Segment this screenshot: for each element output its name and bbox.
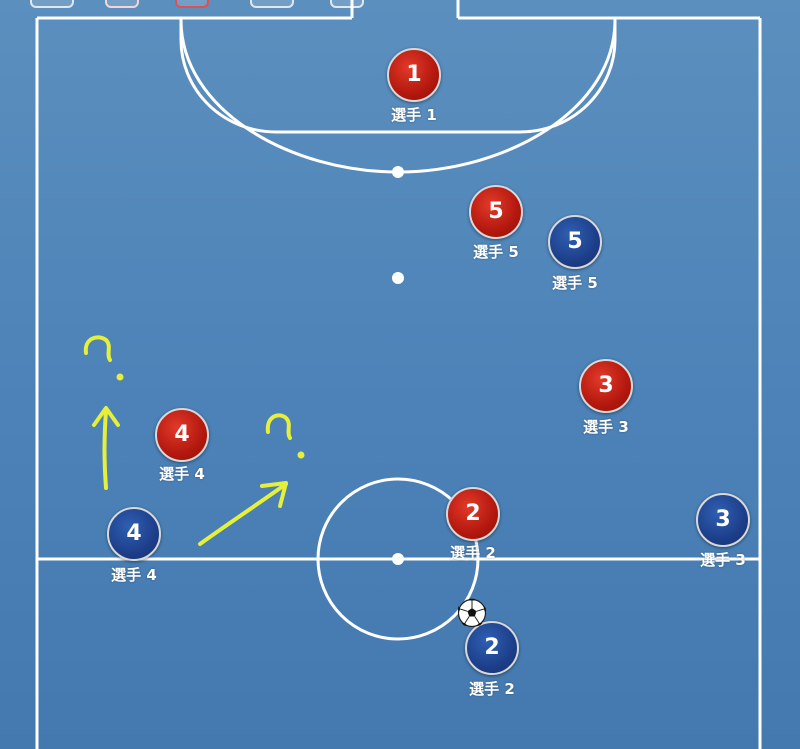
penalty-spot <box>392 166 404 178</box>
player-number: 4 <box>126 521 142 546</box>
player-label-blue-4: 選手 4 <box>111 566 157 584</box>
player-label-blue-3: 選手 3 <box>700 551 746 569</box>
player-label-red-4: 選手 4 <box>159 465 205 483</box>
second-penalty-spot <box>392 272 404 284</box>
player-label-red-2: 選手 2 <box>450 544 496 562</box>
player-marker-red-5[interactable]: 5 <box>469 185 523 239</box>
annotation-arrow-diagonal-shaft <box>198 482 288 546</box>
player-number: 2 <box>484 635 500 660</box>
player-number: 5 <box>488 199 504 224</box>
annotation-question-mark-1-curve <box>83 335 112 362</box>
player-label-red-1: 選手 1 <box>391 106 437 124</box>
player-label-red-5: 選手 5 <box>473 243 519 261</box>
annotation-arrow-up-shaft <box>102 408 108 490</box>
annotation-question-mark-1-dot <box>116 373 124 381</box>
annotation-question-mark-2-dot <box>297 451 305 459</box>
soccer-ball-icon[interactable] <box>457 598 487 628</box>
toolbar-button-5[interactable] <box>330 0 364 8</box>
toolbar-button-4[interactable] <box>250 0 294 8</box>
penalty-area <box>179 18 617 134</box>
player-number: 2 <box>465 501 481 526</box>
player-marker-red-3[interactable]: 3 <box>579 359 633 413</box>
toolbar-button-3[interactable] <box>175 0 209 8</box>
player-marker-blue-4[interactable]: 4 <box>107 507 161 561</box>
player-marker-blue-2[interactable]: 2 <box>465 621 519 675</box>
player-label-blue-2: 選手 2 <box>469 680 515 698</box>
player-label-blue-5: 選手 5 <box>552 274 598 292</box>
player-number: 3 <box>715 507 731 532</box>
player-number: 5 <box>567 229 583 254</box>
player-marker-blue-5[interactable]: 5 <box>548 215 602 269</box>
toolbar-button-2[interactable] <box>105 0 139 8</box>
annotation-arrow-diagonal-head <box>260 481 288 508</box>
player-marker-blue-3[interactable]: 3 <box>696 493 750 547</box>
player-number: 4 <box>174 422 190 447</box>
player-number: 1 <box>406 62 422 87</box>
center-circle <box>316 477 480 641</box>
player-label-red-3: 選手 3 <box>583 418 629 436</box>
player-marker-red-4[interactable]: 4 <box>155 408 209 462</box>
center-spot <box>392 553 404 565</box>
player-number: 3 <box>598 373 614 398</box>
annotation-arrow-up-head <box>92 406 120 427</box>
player-marker-red-1[interactable]: 1 <box>387 48 441 102</box>
player-marker-red-2[interactable]: 2 <box>446 487 500 541</box>
toolbar-button-1[interactable] <box>30 0 74 8</box>
annotation-question-mark-2-curve <box>265 413 292 440</box>
